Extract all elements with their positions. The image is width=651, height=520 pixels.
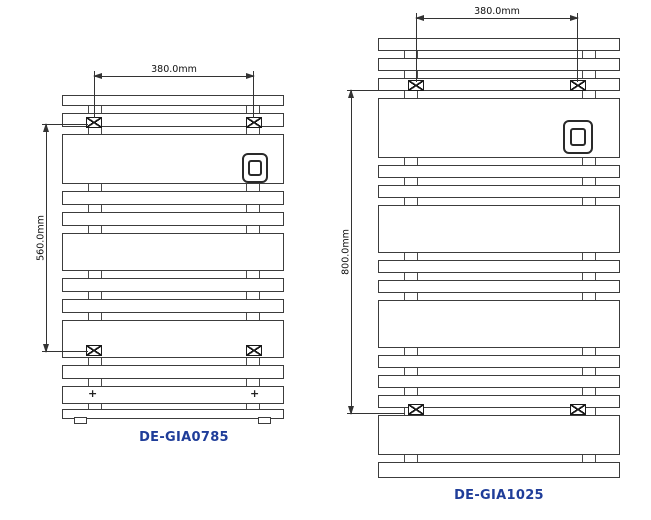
height-dimension-left: 560.0mm	[36, 123, 90, 353]
radiator-slat	[378, 395, 620, 408]
radiator-gap	[378, 253, 620, 260]
radiator-slat	[378, 355, 620, 368]
radiator-slat	[378, 260, 620, 273]
extension-line	[577, 13, 578, 82]
mounting-bracket-icon	[246, 345, 262, 356]
arrowhead-down-icon	[348, 406, 354, 415]
extension-line	[42, 351, 88, 352]
radiator-gap	[378, 178, 620, 185]
model-label-left: DE-GIA0785	[139, 430, 229, 445]
mounting-bracket-icon	[246, 117, 262, 128]
radiator-slat	[62, 95, 284, 106]
radiator-gap	[62, 226, 284, 233]
radiator-foot	[258, 417, 271, 424]
height-dimension-right: 800.0mm	[341, 89, 407, 415]
radiator-slat	[62, 212, 284, 226]
radiator-slat	[62, 233, 284, 271]
radiator-gap	[378, 198, 620, 205]
radiator-slat	[378, 375, 620, 388]
radiator-slat	[62, 386, 284, 404]
extension-line	[253, 71, 254, 118]
radiator-gap	[378, 455, 620, 462]
radiator-body-right	[378, 38, 620, 478]
dimension-line	[416, 18, 578, 19]
radiator-gap	[62, 379, 284, 386]
radiator-slat	[378, 462, 620, 478]
radiator-slat	[62, 278, 284, 292]
radiator-slat	[62, 409, 284, 419]
width-dimension-left: 380.0mm	[93, 64, 255, 118]
radiator-gap	[62, 106, 284, 113]
radiator-gap	[62, 404, 284, 409]
radiator-slat	[62, 191, 284, 205]
arrowhead-left-icon	[415, 15, 424, 21]
mounting-bracket-icon	[408, 404, 424, 415]
extension-line	[347, 413, 405, 414]
arrowhead-right-icon	[570, 15, 579, 21]
width-dimension-right: 380.0mm	[415, 6, 579, 82]
extension-line	[416, 13, 417, 82]
radiator-gap	[378, 388, 620, 395]
dimension-line	[351, 90, 352, 414]
connection-mark: +	[88, 387, 98, 400]
control-knob-inner	[248, 160, 262, 176]
radiator-gap	[62, 184, 284, 191]
radiator-gap	[378, 91, 620, 98]
radiator-slat	[62, 113, 284, 127]
height-dimension-label-left: 560.0mm	[35, 215, 47, 261]
radiator-gap	[378, 71, 620, 78]
radiator-gap	[378, 273, 620, 280]
dimension-line	[46, 124, 47, 352]
mounting-bracket-icon	[570, 404, 586, 415]
radiator-gap	[378, 368, 620, 375]
radiator-body-left: + +	[62, 95, 284, 424]
radiator-slat	[378, 38, 620, 51]
extension-line	[347, 90, 405, 91]
height-dimension-label-right: 800.0mm	[340, 229, 352, 275]
radiator-slat	[378, 165, 620, 178]
width-dimension-label-left: 380.0mm	[151, 64, 197, 75]
radiator-slat	[378, 205, 620, 253]
radiator-slat	[378, 300, 620, 348]
radiator-slat	[378, 58, 620, 71]
radiator-gap	[62, 271, 284, 278]
radiator-slat	[62, 299, 284, 313]
connection-mark: +	[250, 387, 260, 400]
radiator-slat	[378, 280, 620, 293]
radiator-gap	[378, 293, 620, 300]
radiator-gap	[62, 127, 284, 134]
arrowhead-up-icon	[43, 123, 49, 132]
arrowhead-up-icon	[348, 89, 354, 98]
mounting-bracket-icon	[570, 80, 586, 91]
radiator-foot	[74, 417, 87, 424]
dimension-line	[94, 76, 254, 77]
radiator-gap	[62, 313, 284, 320]
radiator-slat	[378, 185, 620, 198]
radiator-gap	[378, 158, 620, 165]
radiator-slat	[378, 78, 620, 91]
arrowhead-down-icon	[43, 344, 49, 353]
control-knob-inner	[570, 128, 586, 146]
extension-line	[42, 124, 88, 125]
mounting-bracket-icon	[86, 345, 102, 356]
control-knob	[563, 120, 593, 154]
control-knob	[242, 153, 268, 183]
width-dimension-label-right: 380.0mm	[474, 6, 520, 17]
radiator-gap	[378, 348, 620, 355]
radiator-gap	[62, 358, 284, 365]
radiator-slat	[378, 415, 620, 455]
arrowhead-left-icon	[93, 73, 102, 79]
extension-line	[94, 71, 95, 118]
arrowhead-right-icon	[246, 73, 255, 79]
radiator-gap	[62, 205, 284, 212]
radiator-slat	[62, 365, 284, 379]
radiator-gap	[378, 51, 620, 58]
radiator-gap	[62, 292, 284, 299]
model-label-right: DE-GIA1025	[454, 488, 544, 503]
